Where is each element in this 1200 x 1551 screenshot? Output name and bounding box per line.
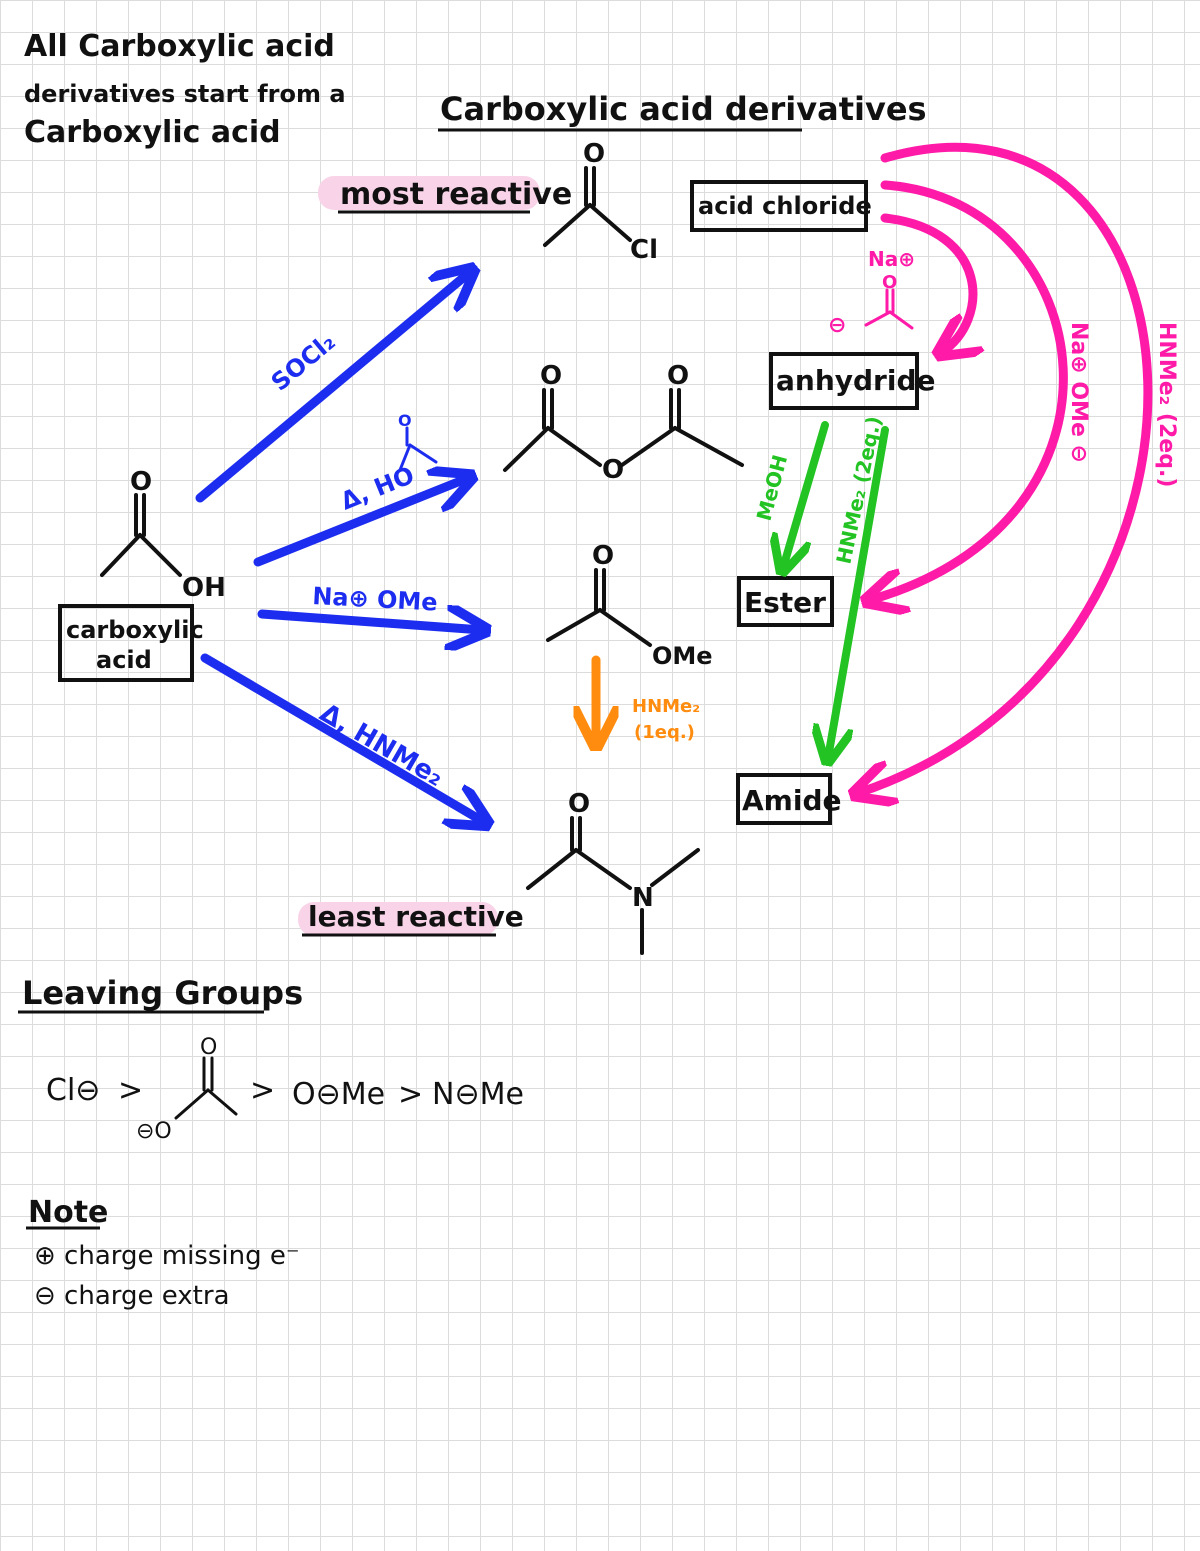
reagent-na-plus: Na⊕ <box>868 247 915 271</box>
arrow-anhydride-to-amide <box>828 426 889 758</box>
arrow-ester-formation <box>257 614 482 630</box>
ester-structure <box>546 568 652 647</box>
carboxylic-acid-box <box>58 604 194 682</box>
arrow-socl2 <box>195 272 470 503</box>
acid-chloride-structure <box>543 166 632 247</box>
most-reactive-highlight <box>318 176 540 210</box>
acid-chloride-label: acid chloride <box>698 192 872 220</box>
amide-box <box>736 773 832 825</box>
note-heading: Note <box>28 1195 108 1230</box>
intro-line-3: Carboxylic acid <box>24 115 281 150</box>
arrow-amide-formation <box>200 653 484 822</box>
intro-line-2: derivatives start from a <box>24 80 346 108</box>
carboxylic-acid-label-1: carboxylic <box>66 616 204 644</box>
reagent-delta-hnme2: Δ, HNMe₂ <box>315 698 449 793</box>
lg-acetate-o: O <box>200 1035 217 1060</box>
ester-ome: OMe <box>652 642 713 670</box>
amide-label: Amide <box>742 784 841 817</box>
amide-n: N <box>632 883 654 913</box>
anhydride-structure <box>503 388 744 472</box>
lg-gt-2: > <box>250 1073 275 1108</box>
note-line-1: ⊕ charge missing e⁻ <box>34 1241 300 1271</box>
arrow-anhydride-to-ester <box>783 421 829 568</box>
least-reactive-label: least reactive <box>308 900 524 933</box>
most-reactive-label: most reactive <box>340 177 572 212</box>
acetate-charge: ⊖ <box>828 313 846 338</box>
lg-cl: Cl⊖ <box>46 1073 100 1108</box>
chloride-carbonyl-o: O <box>583 139 605 169</box>
amide-structure <box>526 816 700 955</box>
anhydride-box <box>769 352 919 410</box>
least-reactive-highlight <box>298 902 498 936</box>
lg-acetate-charge: ⊖O <box>136 1119 172 1144</box>
lg-ome: O⊖Me <box>292 1077 385 1112</box>
carboxylic-acid-structure <box>100 493 182 577</box>
lg-gt-1: > <box>118 1073 143 1108</box>
acetate-o: O <box>882 272 897 293</box>
note-line-2: ⊖ charge extra <box>34 1281 230 1311</box>
lg-acetate-structure <box>174 1056 238 1120</box>
arrow-chloride-to-anhydride <box>880 213 973 352</box>
carboxylic-acid-label-2: acid <box>96 646 152 674</box>
leaving-groups-heading: Leaving Groups <box>22 974 303 1012</box>
reagent-na-ome-pink: Na⊕ OMe ⊖ <box>1066 322 1091 463</box>
ester-carbonyl-o: O <box>592 541 614 571</box>
page-title: Carboxylic acid derivatives <box>440 90 927 128</box>
amide-carbonyl-o: O <box>568 789 590 819</box>
acid-carbonyl-o: O <box>130 467 152 497</box>
acetate-anion-sketch <box>864 288 914 330</box>
lg-gt-3: > <box>398 1077 423 1112</box>
acid-chloride-box <box>690 180 868 232</box>
ester-label: Ester <box>744 586 826 619</box>
anhydride-o-left: O <box>540 361 562 391</box>
reagent-meoh: MeOH <box>752 452 793 523</box>
acid-oh: OH <box>182 573 226 603</box>
reagent-acetic-acid-o: O <box>398 411 412 430</box>
anhydride-label: anhydride <box>776 364 936 397</box>
lg-nme: N⊖Me <box>432 1077 524 1112</box>
reagent-hnme2-2eq-pink: HNMe₂ (2eq.) <box>1154 322 1179 487</box>
reagent-hnme2-1eq-line1: HNMe₂ <box>632 696 700 717</box>
intro-line-1: All Carboxylic acid <box>24 29 335 64</box>
reagent-acetic-acid-sketch <box>398 426 438 472</box>
arrow-chloride-to-ester <box>870 180 1068 600</box>
anhydride-o-right: O <box>667 361 689 391</box>
arrow-chloride-to-amide <box>858 142 1153 793</box>
arrow-anhydride-formation <box>253 478 468 567</box>
reagent-hnme2-1eq-line2: (1eq.) <box>634 722 695 743</box>
reagent-na-ome: Na⊕ OMe <box>312 582 439 617</box>
chloride-cl: Cl <box>630 235 658 265</box>
anhydride-o-bridge: O <box>602 455 624 485</box>
